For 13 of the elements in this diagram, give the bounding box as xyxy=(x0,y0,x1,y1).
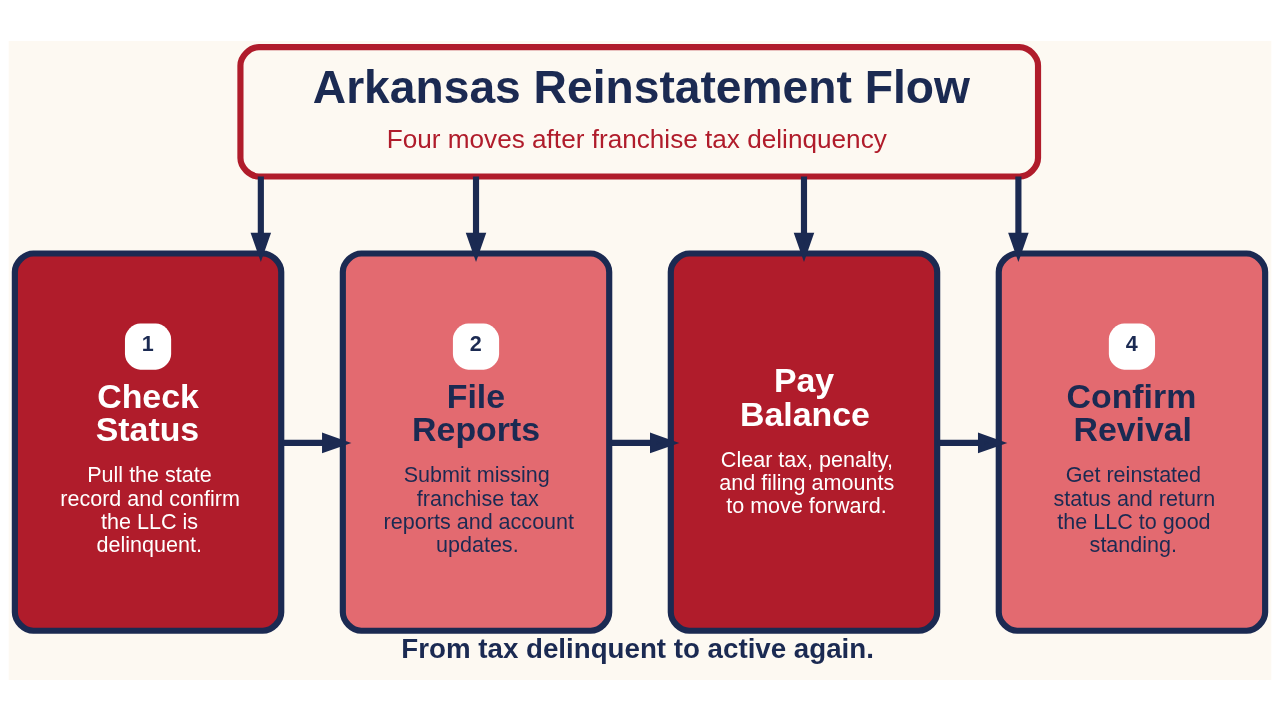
arrow xyxy=(609,432,680,453)
node-box: Pay Balance Clear tax, penalty, and filing amounts to move forward. xyxy=(667,249,941,634)
arrow xyxy=(793,176,815,262)
arrow xyxy=(250,176,272,262)
arrow xyxy=(282,432,352,453)
caption: From tax delinquent to active again. xyxy=(401,632,874,664)
node-box: Arkansas Reinstatement Flow Four moves after franchise tax delinquency xyxy=(237,43,1042,180)
arrow xyxy=(1008,176,1029,262)
node-box: 4 Confirm Revival Get reinstated status and return the LLC to good standing. xyxy=(995,249,1269,634)
arrow xyxy=(937,432,1008,453)
arrow xyxy=(465,176,487,262)
node-box: 2 File Reports Submit missing franchise tax reports and account updates. xyxy=(339,249,613,634)
node-box: 1 Check Status Pull the state record and confirm the LLC is delinquent. xyxy=(11,249,285,634)
